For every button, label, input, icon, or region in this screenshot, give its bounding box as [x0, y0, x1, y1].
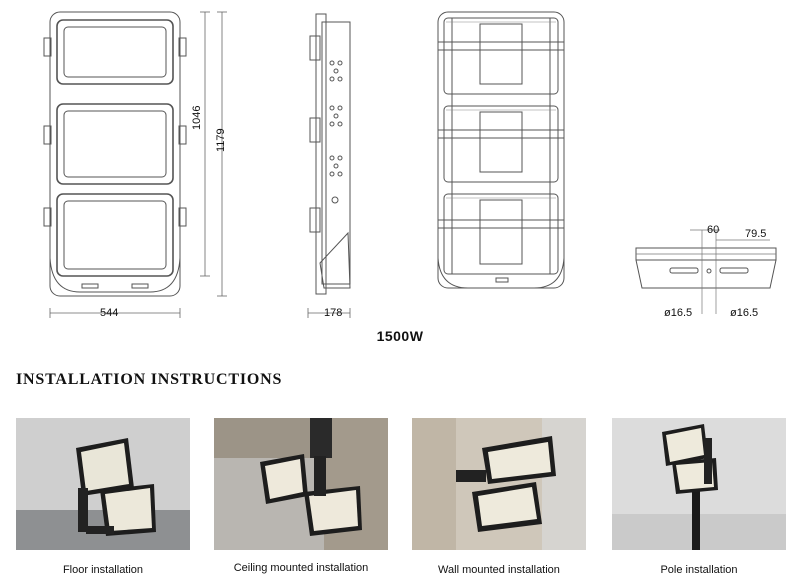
dimension-spacing-60: 60 — [707, 224, 720, 236]
installation-heading: INSTALLATION INSTRUCTIONS — [16, 371, 283, 388]
caption-wall: Wall mounted installation — [438, 564, 560, 576]
ceiling-installation-image — [214, 418, 388, 550]
dimension-spacing-79-5: 79.5 — [745, 228, 767, 240]
wall-installation-image — [412, 418, 586, 550]
dimension-hole-right: ø16.5 — [730, 307, 759, 319]
floor-installation-image — [16, 418, 190, 550]
front-frame — [49, 11, 181, 297]
power-label: 1500W — [376, 328, 424, 344]
dimension-hole-left: ø16.5 — [664, 307, 693, 319]
pole-installation-image — [612, 418, 786, 550]
caption-pole: Pole installation — [660, 564, 738, 576]
dimension-height-1046: 1046 — [191, 105, 203, 130]
side-view-drawing — [307, 13, 351, 318]
back-view-drawing — [437, 11, 565, 289]
caption-floor: Floor installation — [62, 564, 144, 576]
dimension-width: 544 — [100, 307, 119, 319]
caption-ceiling: Ceiling mounted installation — [233, 562, 369, 574]
front-view-drawing — [43, 11, 227, 318]
dimension-height-1179: 1179 — [215, 128, 227, 152]
bottom-view-drawing — [635, 229, 777, 314]
dimension-depth: 178 — [324, 307, 343, 319]
